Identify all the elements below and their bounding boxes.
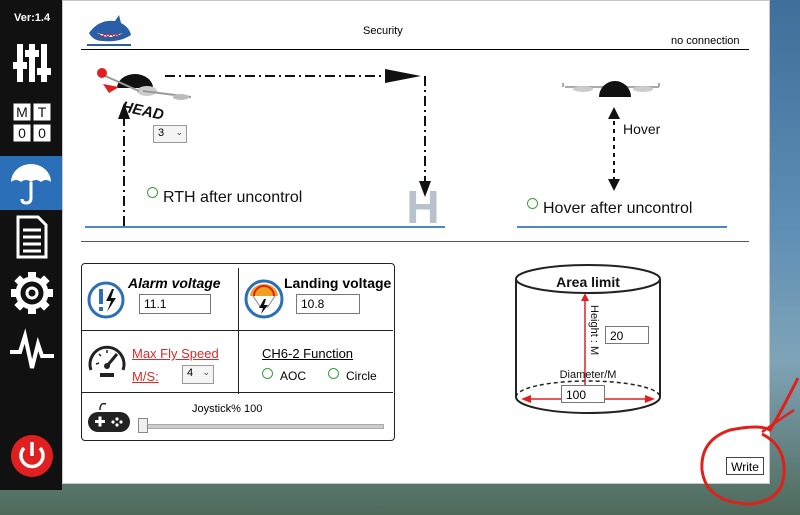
security-panel: Security no connection HEAD H 3 ⌄ RTH af… [62,0,770,484]
aoc-radio[interactable] [262,368,273,379]
circle-label: Circle [346,369,377,383]
settings-box: Alarm voltage 11.1 Landing voltage 10.8 … [81,263,395,441]
height-limit-input[interactable]: 20 [605,326,649,344]
speed-value: 4 [187,367,194,379]
hover-label: Hover [623,121,661,137]
hover-radio[interactable] [527,198,538,209]
landing-voltage-label: Landing voltage [284,275,392,291]
joystick-label: Joystick% 100 [192,403,262,415]
header-divider [81,49,749,50]
max-fly-speed-label: Max Fly Speed [132,346,219,361]
chevron-down-icon: ⌄ [202,367,210,377]
document-icon [16,215,48,259]
landing-voltage-icon [244,279,284,319]
mt-digit-0b: 0 [38,125,46,141]
landing-voltage-input[interactable]: 10.8 [296,294,360,314]
joystick-slider-track[interactable] [138,424,384,429]
power-icon [11,435,53,477]
diameter-label: Diameter/M [560,369,617,381]
alarm-voltage-icon [87,281,125,319]
sidebar: Ver:1.4 M T 0 0 [0,0,62,490]
section-divider [81,241,749,242]
umbrella-icon [11,164,51,205]
pulse-icon [10,328,54,369]
panel-hdivider-2 [82,392,393,393]
mt-digit-0a: 0 [18,125,26,141]
area-limit-title: Area limit [556,274,620,290]
sidebar-item-mt[interactable]: M T 0 0 [6,98,58,148]
ch6-function-label: CH6-2 Function [262,346,354,361]
panel-vdivider [238,268,239,394]
hover-diagram [517,81,727,228]
alarm-voltage-label: Alarm voltage [128,275,221,291]
sidebar-item-sliders[interactable] [6,38,58,88]
gear-icon [11,272,53,314]
rth-option-label: RTH after uncontrol [163,189,303,206]
aoc-label: AOC [280,369,307,383]
connection-status: no connection [671,35,740,47]
sidebar-item-power[interactable] [6,428,58,484]
speed-unit-label: M/S: [132,369,159,384]
shark-logo-icon [87,15,131,46]
rth-drone-icon [97,68,192,100]
diameter-limit-input[interactable]: 100 [561,385,605,403]
panel-hdivider-1 [82,330,393,331]
joystick-slider-thumb[interactable] [138,418,148,433]
speed-select[interactable]: 4 ⌄ [182,365,214,384]
mt-letter-t: T [38,104,47,120]
write-button[interactable]: Write [726,457,764,475]
page-title: Security [363,25,403,37]
gamepad-icon [88,402,130,432]
mt-icon: M T 0 0 [12,102,52,143]
rth-height-select[interactable]: 3 ⌄ [153,125,187,143]
annotation-circle [700,377,800,506]
rth-radio[interactable] [147,187,158,198]
hover-drone-icon [562,81,660,97]
speedometer-icon [88,345,126,377]
sidebar-item-document[interactable] [6,212,58,262]
hover-option-label: Hover after uncontrol [543,200,693,217]
rth-diagram: HEAD H [85,68,445,233]
sidebar-item-monitor[interactable] [6,326,58,376]
sliders-icon [13,44,51,82]
version-label: Ver:1.4 [14,12,51,24]
h-landing-icon: H [406,181,439,233]
area-limit-diagram: Area limit Height : M Diameter/M [515,264,661,414]
rth-height-value: 3 [158,127,165,139]
sidebar-item-settings[interactable] [6,268,58,318]
chevron-down-icon: ⌄ [175,127,183,137]
alarm-voltage-input[interactable]: 11.1 [139,294,211,314]
height-axis-label: Height : M [588,305,600,355]
mt-letter-m: M [16,104,28,120]
joystick-value: 100 [243,403,263,415]
circle-radio[interactable] [328,368,339,379]
sidebar-item-security[interactable] [0,156,62,210]
head-label: HEAD [120,98,165,124]
joystick-label-text: Joystick% [192,403,241,415]
